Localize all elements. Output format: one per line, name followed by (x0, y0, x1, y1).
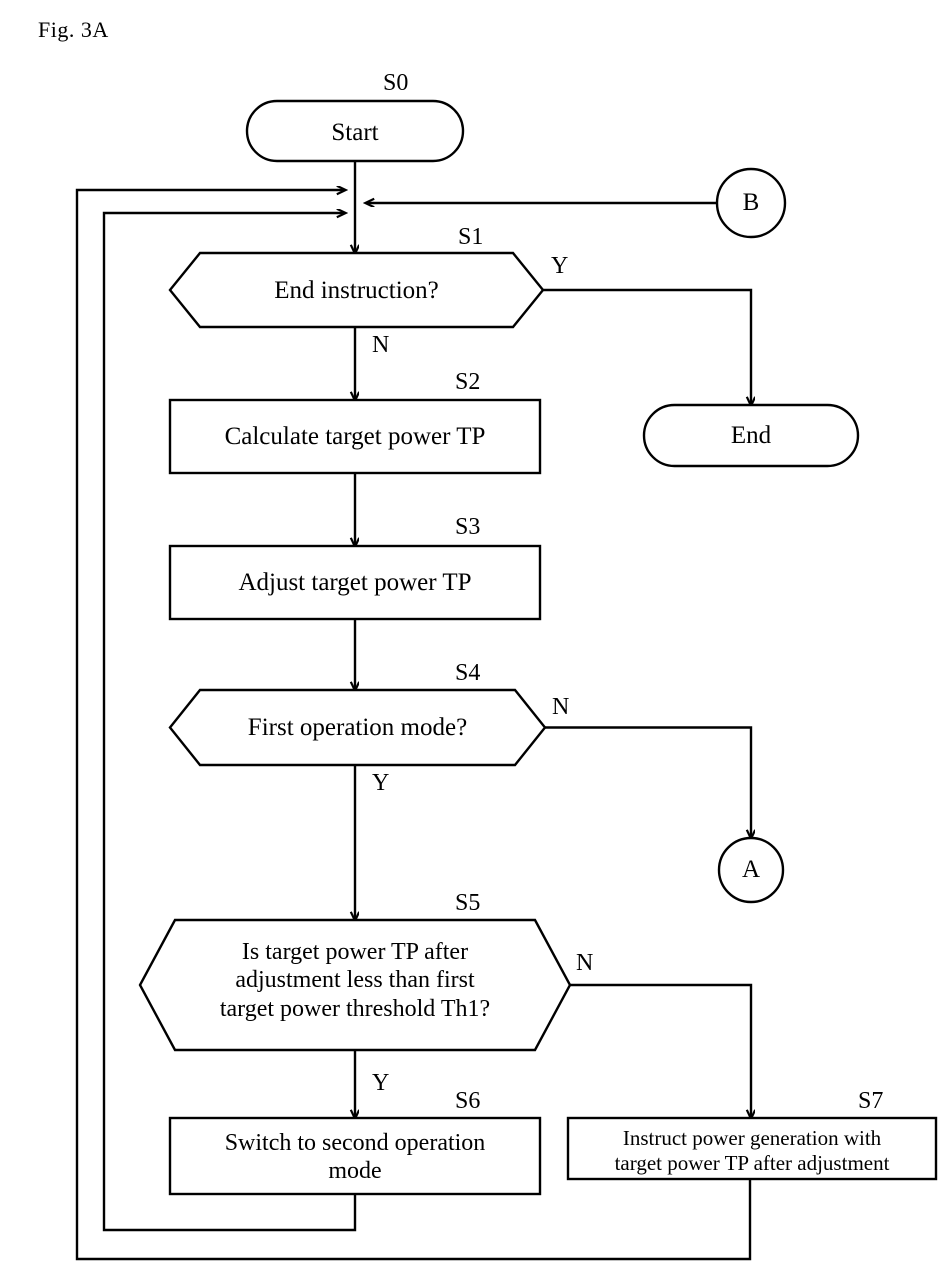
node-end-shape (642, 403, 860, 468)
edge-outer-feedback-loop (75, 190, 752, 1261)
edge-s1-yes-to-end (543, 288, 751, 405)
node-s1-shape (168, 251, 545, 329)
step-tag-s5: S5 (455, 890, 481, 916)
connector-a-label: A (741, 856, 761, 883)
branch-label-s5-yes: Y (372, 1070, 390, 1096)
edge-s4-no-to-a (545, 726, 751, 839)
connector-b-label: B (742, 189, 760, 216)
node-s7-shape (566, 1116, 938, 1181)
figure-label: Fig. 3A (38, 17, 109, 42)
step-tag-s7: S7 (858, 1088, 884, 1114)
branch-label-s1-yes: Y (551, 253, 569, 279)
node-start-shape (245, 99, 465, 163)
node-s2-shape (168, 398, 542, 475)
node-s5-shape (138, 918, 572, 1052)
connector-a-shape (717, 836, 785, 904)
branch-label-s5-no: N (576, 950, 594, 976)
step-tag-s4: S4 (455, 660, 481, 686)
branch-label-s4-no: N (552, 694, 570, 720)
node-s6-shape (168, 1116, 542, 1196)
step-tag-s6: S6 (455, 1088, 481, 1114)
step-tag-s1: S1 (458, 224, 484, 250)
node-s4-shape (168, 688, 547, 767)
node-s3-shape (168, 544, 542, 621)
step-tag-s2: S2 (455, 369, 481, 395)
branch-label-s1-no: N (372, 332, 390, 358)
edge-inner-feedback-loop (102, 213, 357, 1232)
step-tag-s3: S3 (455, 514, 481, 540)
branch-label-s4-yes: Y (372, 770, 390, 796)
step-tag-s0: S0 (383, 70, 409, 96)
edge-s5-no-to-s7 (570, 983, 751, 1118)
